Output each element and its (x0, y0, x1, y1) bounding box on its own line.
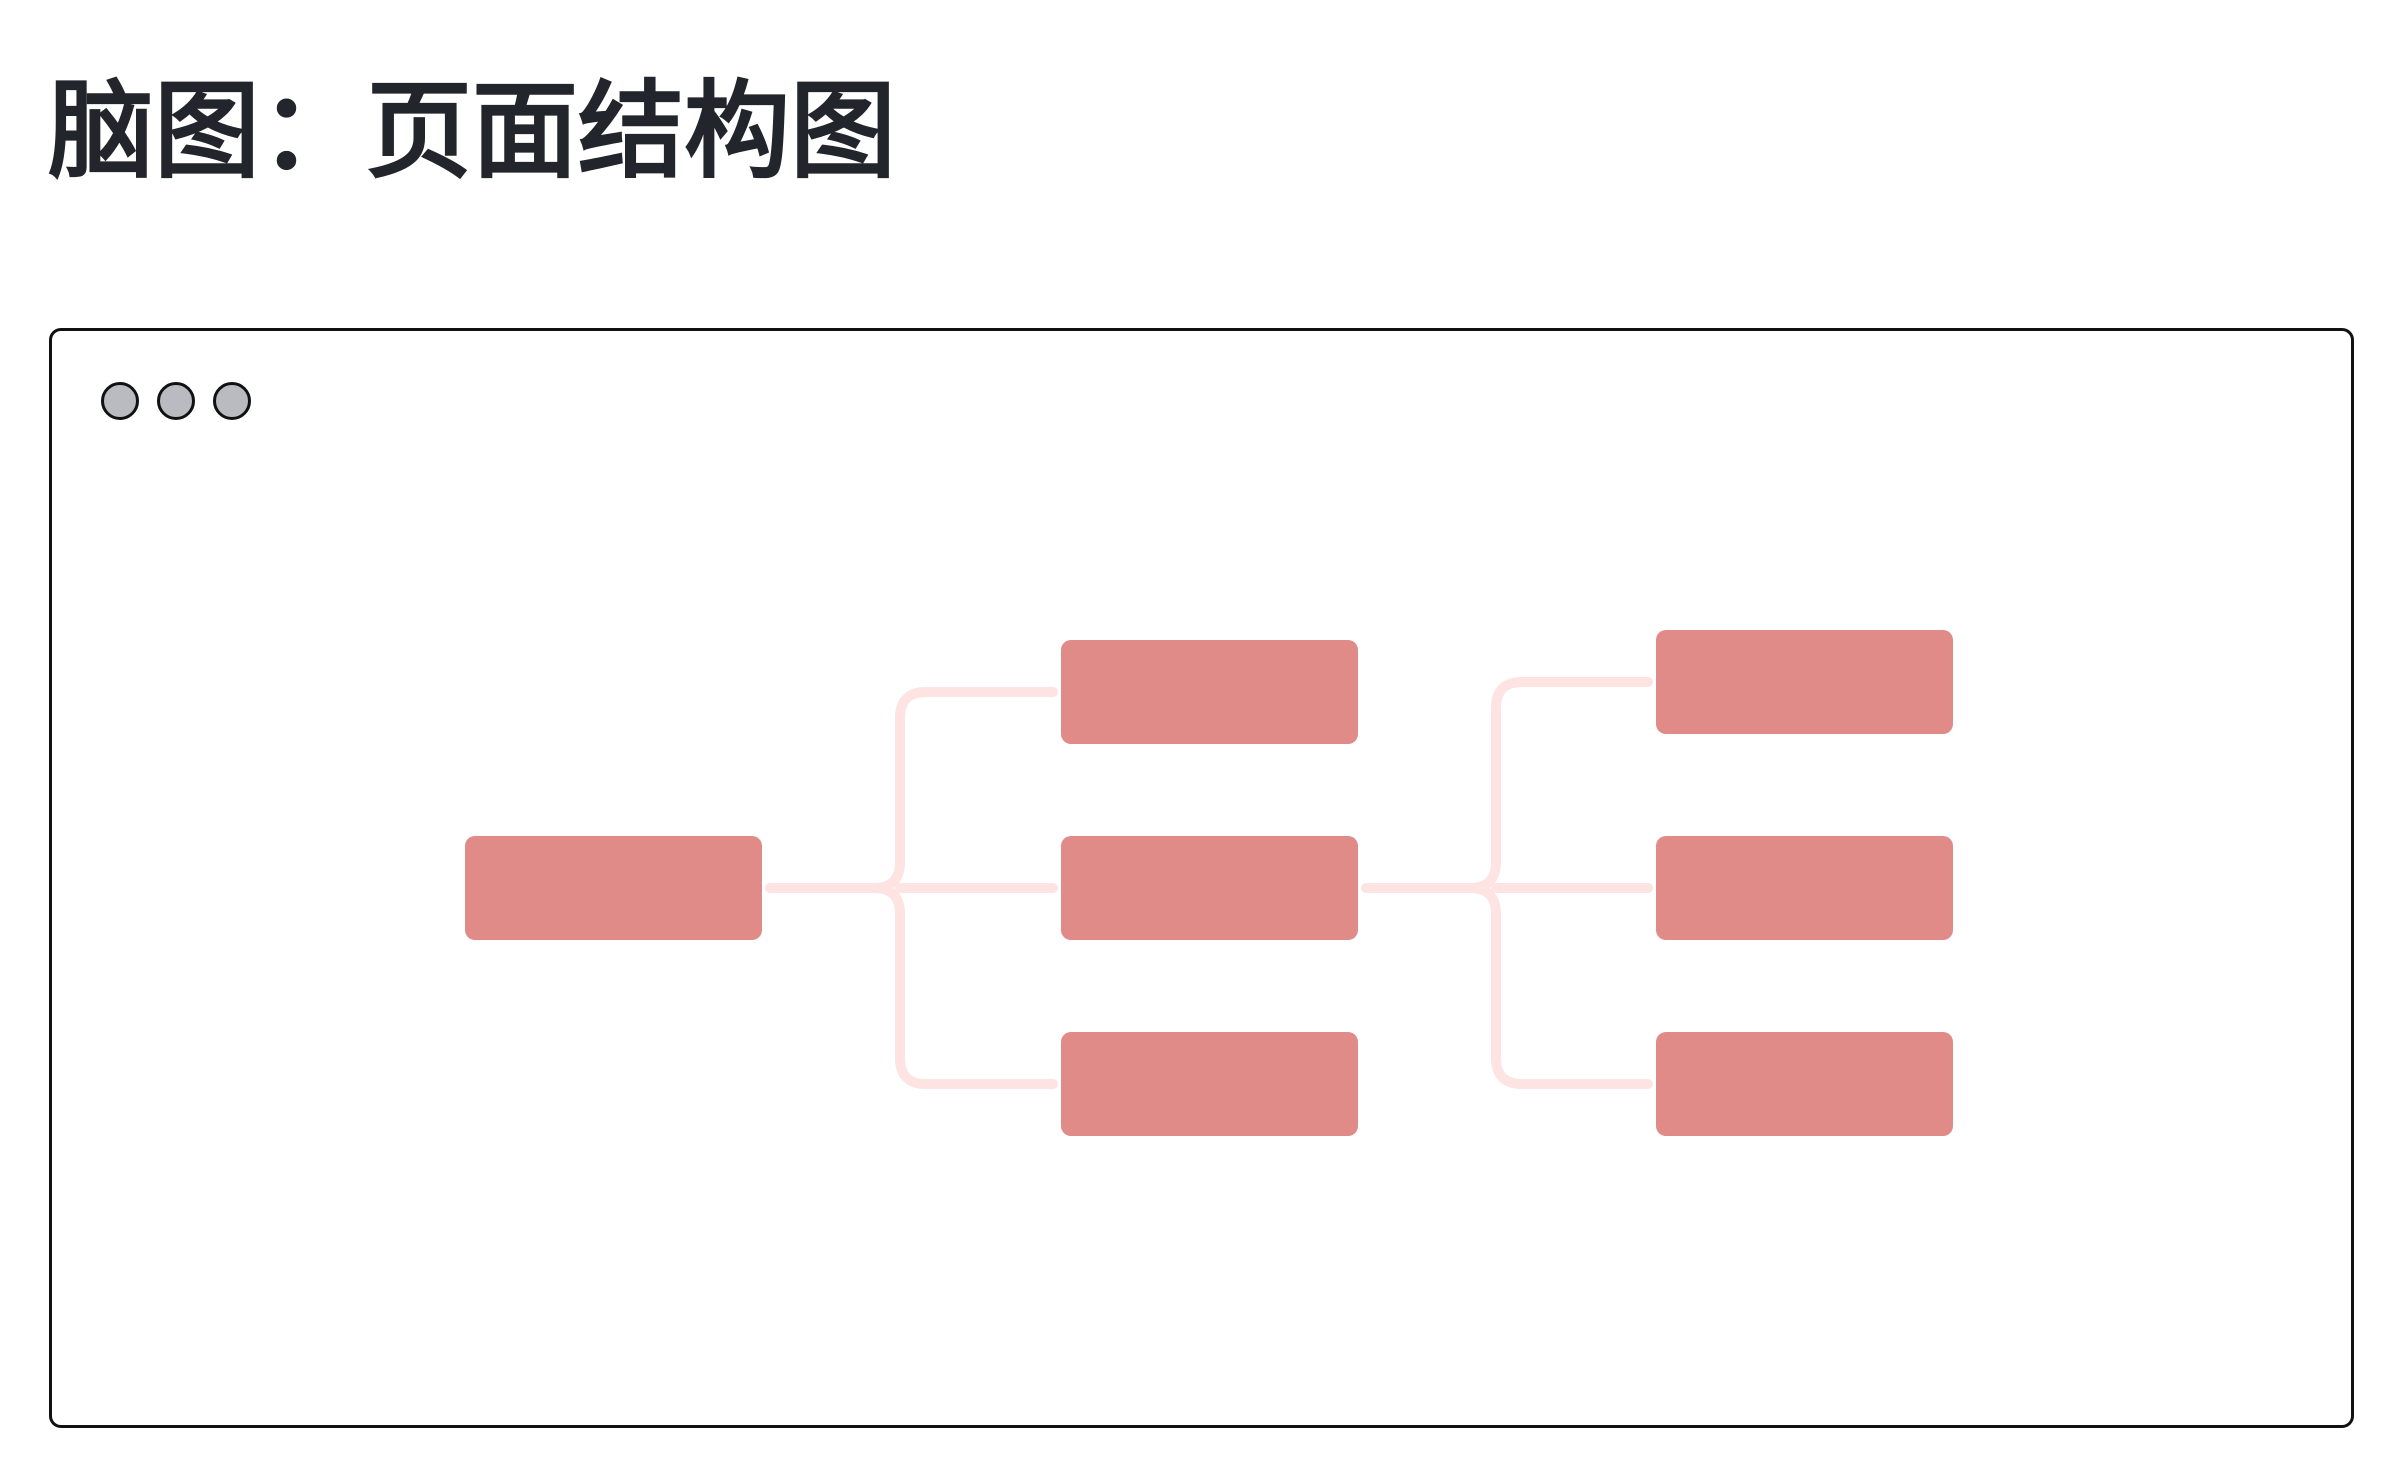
node-box[interactable] (1656, 1032, 1953, 1136)
page-title: 脑图：页面结构图 (48, 70, 896, 193)
connector-root-stem-down (869, 883, 905, 919)
window-controls (101, 382, 251, 420)
mind-map-node-child-1[interactable] (1061, 640, 1358, 744)
mind-map-node-grandchild-3[interactable] (1656, 1032, 1953, 1136)
mind-map-node-grandchild-1[interactable] (1656, 630, 1953, 734)
connector-child-2-arm-1 (1491, 677, 1653, 867)
browser-window-frame (49, 328, 2354, 1428)
connectors (765, 677, 1653, 1089)
connector-child-2-stem-down (1465, 883, 1501, 919)
connector-root-arm-1 (895, 687, 1058, 867)
window-dot-3[interactable] (213, 382, 251, 420)
node-box[interactable] (1656, 630, 1953, 734)
mind-map-node-root[interactable] (465, 836, 762, 940)
mind-map-node-grandchild-2[interactable] (1656, 836, 1953, 940)
mind-map-diagram (465, 630, 1953, 1136)
node-box[interactable] (1656, 836, 1953, 940)
mind-map-node-child-3[interactable] (1061, 1032, 1358, 1136)
node-box[interactable] (1061, 1032, 1358, 1136)
node-box[interactable] (1061, 836, 1358, 940)
connector-root-arm-3 (895, 909, 1058, 1089)
node-box[interactable] (465, 836, 762, 940)
nodes (465, 630, 1953, 1136)
node-box[interactable] (1061, 640, 1358, 744)
connector-child-2-arm-3 (1491, 909, 1653, 1089)
window-dot-1[interactable] (101, 382, 139, 420)
window-dot-2[interactable] (157, 382, 195, 420)
mind-map-node-child-2[interactable] (1061, 836, 1358, 940)
